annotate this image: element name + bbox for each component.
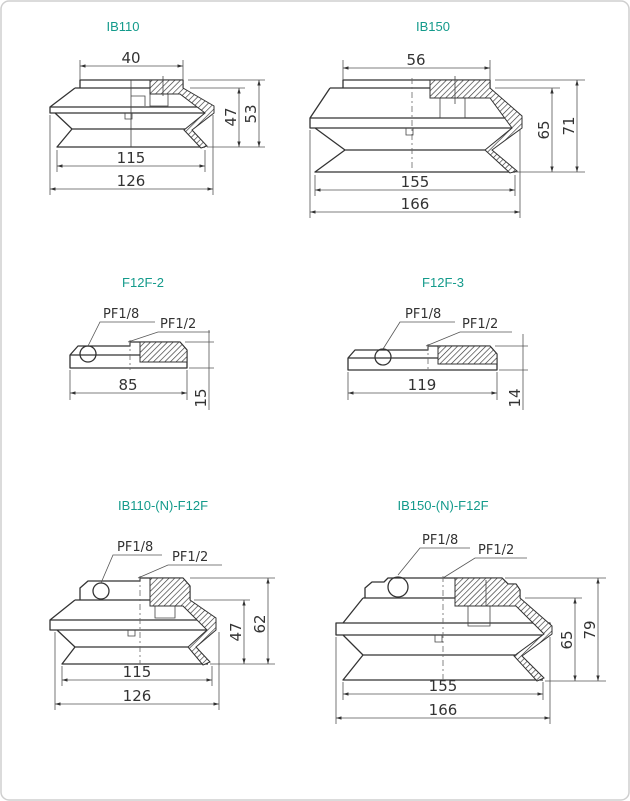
dim-h-inner: 47 xyxy=(222,107,240,126)
dim-h-inner: 65 xyxy=(535,120,553,139)
dim-h-total: 62 xyxy=(251,614,269,633)
dimensions: 56 65 71 155 166 xyxy=(309,51,585,218)
drawing-title: F12F-3 xyxy=(422,275,464,290)
drawing-ib150: IB150 56 65 71 155 166 xyxy=(309,19,585,218)
dim-w-inner: 115 xyxy=(123,663,152,681)
dim-w-inner: 115 xyxy=(117,149,146,167)
dimensions: 40 47 53 115 126 xyxy=(49,49,265,195)
dim-w-inner: 155 xyxy=(401,173,430,191)
drawing-title: IB110 xyxy=(106,19,139,34)
drawing-ib110: IB110 40 47 53 115 126 xyxy=(49,19,265,195)
dim-w-total: 126 xyxy=(117,172,146,190)
dim-height: 15 xyxy=(192,388,210,407)
dim-h-inner: 47 xyxy=(227,622,245,641)
dimensions: 65 79 155 166 xyxy=(335,577,606,724)
port-labels: PF1/8 PF1/2 xyxy=(87,307,210,347)
drawing-ib150-n-f12f: IB150-(N)-F12F PF1/8 PF1/2 65 79 155 166 xyxy=(335,498,606,724)
port-large-label: PF1/2 xyxy=(478,543,514,558)
drawing-title: IB150-(N)-F12F xyxy=(397,498,488,513)
cup-outline xyxy=(335,576,553,682)
dim-h-total: 53 xyxy=(242,104,260,123)
dimensions: 85 15 xyxy=(69,330,214,410)
dim-h-total: 71 xyxy=(560,116,578,135)
port-small-label: PF1/8 xyxy=(422,533,458,548)
dim-width: 119 xyxy=(408,376,437,394)
port-labels: PF1/8 PF1/2 xyxy=(100,540,222,584)
cup-outline xyxy=(49,76,215,149)
drawing-title: F12F-2 xyxy=(122,275,164,290)
port-small-label: PF1/8 xyxy=(405,307,441,322)
dim-width: 85 xyxy=(118,376,137,394)
dim-w-total: 126 xyxy=(123,687,152,705)
drawing-f12f-2: F12F-2 PF1/8 PF1/2 85 15 xyxy=(69,275,214,410)
drawing-title: IB110-(N)-F12F xyxy=(118,498,208,513)
port-small-label: PF1/8 xyxy=(117,540,153,555)
dim-h-inner: 65 xyxy=(558,630,576,649)
cup-outline xyxy=(309,76,523,174)
port-large-label: PF1/2 xyxy=(462,317,498,332)
dim-top: 56 xyxy=(406,51,425,69)
dim-h-total: 79 xyxy=(581,620,599,639)
dim-w-total: 166 xyxy=(401,195,430,213)
port-large-label: PF1/2 xyxy=(172,550,208,565)
port-large-label: PF1/2 xyxy=(160,317,196,332)
dimensions: 47 62 115 126 xyxy=(54,577,275,710)
port-labels: PF1/8 PF1/2 xyxy=(382,307,512,350)
drawing-ib110-n-f12f: IB110-(N)-F12F PF1/8 PF1/2 47 62 115 126 xyxy=(49,498,275,710)
drawing-title: IB150 xyxy=(416,19,450,34)
drawing-f12f-3: F12F-3 PF1/8 PF1/2 119 14 xyxy=(347,275,528,410)
dim-w-total: 166 xyxy=(429,701,458,719)
port-small-label: PF1/8 xyxy=(103,307,139,322)
dimensions: 119 14 xyxy=(347,334,528,410)
port-labels: PF1/8 PF1/2 xyxy=(397,533,527,579)
dim-w-inner: 155 xyxy=(429,677,458,695)
dim-top: 40 xyxy=(121,49,140,67)
cup-outline xyxy=(49,576,217,666)
dim-height: 14 xyxy=(506,388,524,407)
